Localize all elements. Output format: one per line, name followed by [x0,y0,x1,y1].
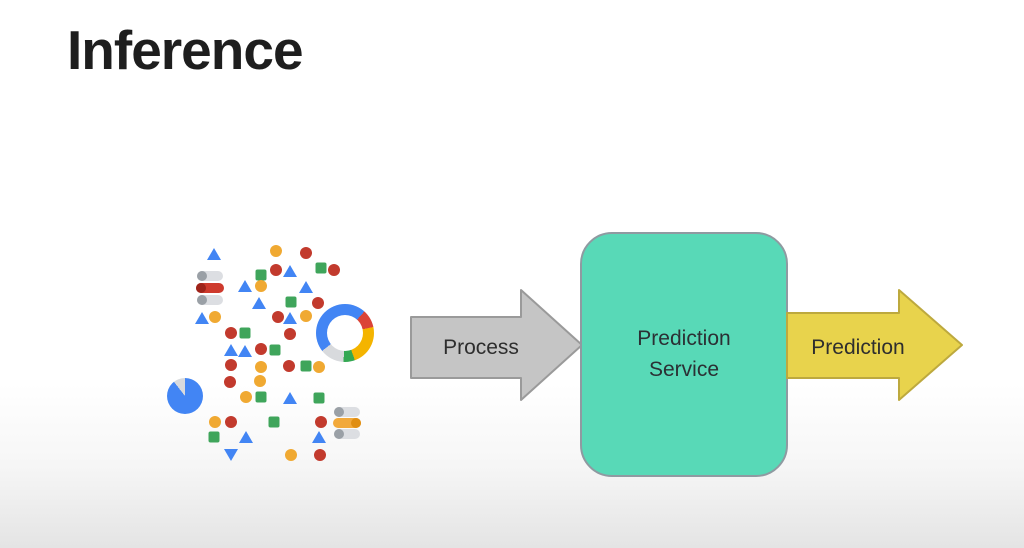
prediction-service-label-line1: Prediction [637,327,731,351]
scatter-circle [209,416,221,428]
scatter-triangle [207,248,221,260]
scatter-triangle [239,431,253,443]
scatter-circle [255,361,267,373]
prediction-service-box: Prediction Service [580,232,788,477]
scatter-square [269,344,281,356]
scatter-toggle [196,283,224,293]
scatter-toggle [333,418,361,428]
scatter-circle [225,327,237,339]
prediction-arrow [786,289,963,401]
prediction-service-label-line2: Service [648,357,719,381]
process-arrow-label: Process [443,336,519,359]
scatter-circle [270,264,282,276]
toggle-knob [334,407,344,417]
scatter-square [255,391,267,403]
scatter-circle [284,328,296,340]
prediction-arrow-label: Prediction [811,336,905,359]
scatter-triangle-down [224,449,238,461]
scatter-square [300,360,312,372]
scatter-circle [313,361,325,373]
scatter-triangle [252,297,266,309]
scatter-circle [285,449,297,461]
scatter-circle [272,311,284,323]
prediction-service-label: Prediction Service [637,324,730,385]
scatter-toggle [334,407,360,417]
process-arrow-shape [410,289,583,401]
scatter-circle [283,360,295,372]
scatter-triangle [224,344,238,356]
scatter-circle [300,310,312,322]
scatter-toggle [197,295,223,305]
scatter-square [313,392,325,404]
process-arrow [410,289,583,401]
scatter-circle [209,311,221,323]
scatter-triangle [312,431,326,443]
scatter-circle [328,264,340,276]
scatter-triangle [238,345,252,357]
scatter-circle [254,375,266,387]
toggle-knob [197,271,207,281]
scatter-triangle [238,280,252,292]
scatter-triangle [299,281,313,293]
scatter-circle [315,416,327,428]
scatter-square [255,269,267,281]
scatter-square [268,416,280,428]
pie-chart [167,378,203,414]
scatter-square [315,262,327,274]
scatter-circle [225,359,237,371]
toggle-knob [197,295,207,305]
toggle-knob [351,418,361,428]
donut-chart [316,304,374,362]
scatter-square [285,296,297,308]
page-title: Inference [67,19,304,81]
donut-hole [327,315,363,351]
scatter-circle [225,416,237,428]
scatter-circle [255,343,267,355]
scatter-circle [312,297,324,309]
scatter-square [208,431,220,443]
scatter-square [239,327,251,339]
scatter-circle [300,247,312,259]
scatter-circle [240,391,252,403]
scatter-circle [270,245,282,257]
scatter-circle [314,449,326,461]
scatter-triangle [283,392,297,404]
scatter-triangle [283,312,297,324]
scatter-triangle [283,265,297,277]
toggle-knob [334,429,344,439]
scatter-circle [224,376,236,388]
scatter-circle [255,280,267,292]
prediction-arrow-shape [786,289,963,401]
scatter-toggle [334,429,360,439]
scatter-triangle [195,312,209,324]
scatter-toggle [197,271,223,281]
toggle-knob [196,283,206,293]
